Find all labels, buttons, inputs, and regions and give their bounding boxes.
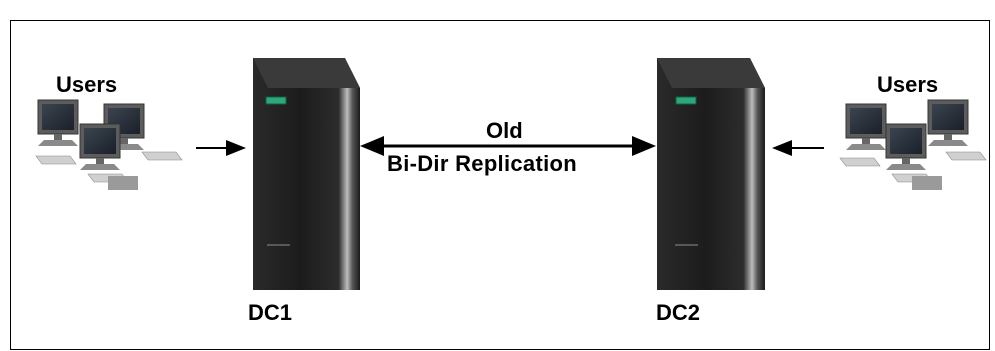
dc2-label: DC2 [656,300,701,325]
replication-label-line1: Old [486,118,523,143]
server-tower-icon [253,58,360,290]
workstation-group-icon [35,99,183,190]
workstation-group-icon [839,99,987,190]
double-arrow-icon [360,136,656,156]
arrow-left-icon [772,140,824,156]
server-tower-icon [657,58,765,290]
users-left-label: Users [56,72,118,97]
arrow-right-icon [196,140,246,156]
diagram-frame [10,20,990,350]
users-right-label: Users [877,72,939,97]
dc1-label: DC1 [248,300,293,325]
replication-label-line2: Bi-Dir Replication [387,151,577,176]
